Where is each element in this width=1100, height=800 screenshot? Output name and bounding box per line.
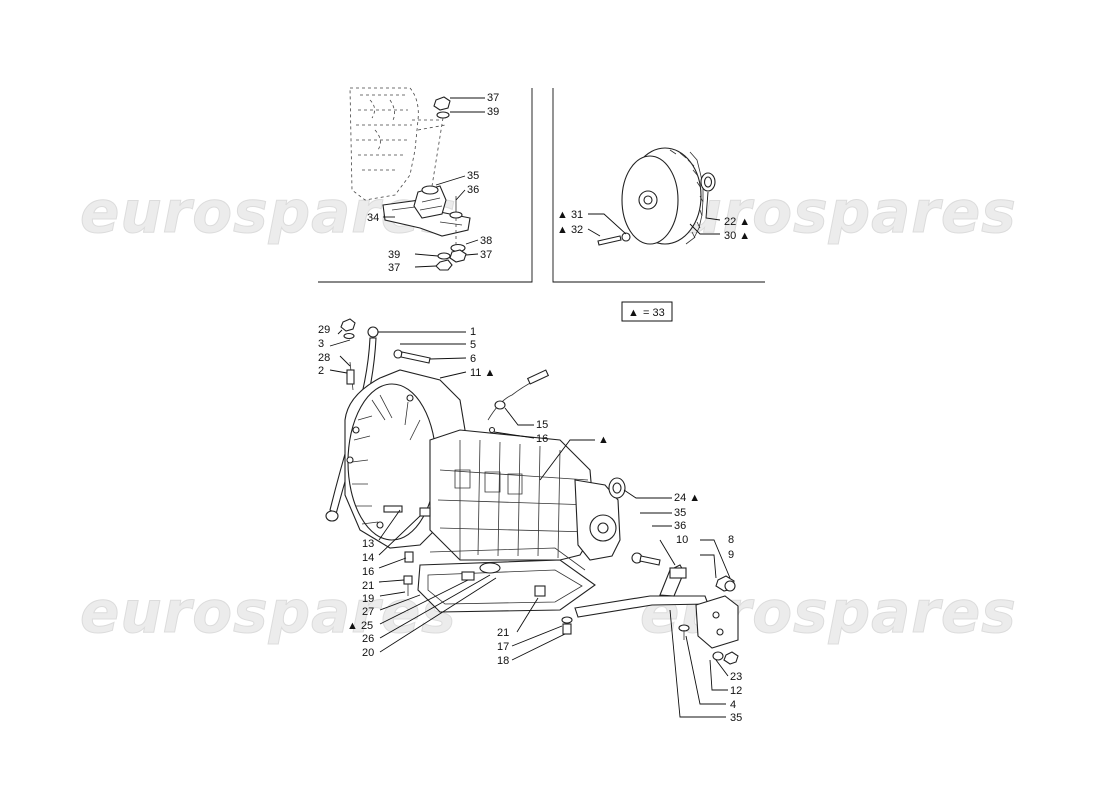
plate-nuts [712, 575, 739, 665]
callout-39: 39 [487, 106, 499, 118]
callout-11: 11 ▲ [470, 367, 495, 379]
callout-36: 36 [674, 520, 686, 532]
callout-9: 9 [728, 549, 734, 561]
callout-30: 30 ▲ [724, 230, 750, 242]
callout-35: 35 [467, 170, 479, 182]
callout-35: 35 [674, 507, 686, 519]
callout-34: 34 [367, 212, 379, 224]
callout-27: 27 [362, 606, 374, 618]
callout-31: ▲ 31 [557, 209, 583, 221]
stud-4 [678, 624, 690, 640]
top-left-leaders [383, 97, 485, 268]
legend-symbol: ▲ [628, 307, 639, 319]
bolt-35-36 [631, 552, 661, 566]
callout-37: 37 [487, 92, 499, 104]
engine-mount-panel [349, 87, 471, 271]
callout-16: 16 [536, 433, 548, 445]
callout-23: 23 [730, 671, 742, 683]
callout-20: 20 [362, 647, 374, 659]
top-right-leaders [587, 191, 721, 237]
watermark-bottom-left: eurospares [80, 578, 457, 646]
rear-seal [608, 477, 626, 499]
converter-seal [700, 172, 716, 192]
callout-21: 21 [362, 580, 374, 592]
top-right-panel-frame [552, 88, 765, 283]
speedometer-cable [487, 369, 550, 421]
mount-plate [695, 595, 739, 649]
legend-text: = 33 [643, 307, 665, 319]
callout-1: 1 [470, 326, 476, 338]
main-leaders [329, 329, 731, 718]
mount-bolt [393, 349, 431, 364]
callout-32: ▲ 32 [557, 224, 583, 236]
top-left-panel-frame [318, 88, 533, 283]
callout-24: 24 ▲ [674, 492, 700, 504]
callout-19: 19 [362, 593, 374, 605]
rubber-mount [413, 185, 447, 219]
top-right-callouts: ▲ 31 ▲ 32 22 ▲ 30 ▲ [557, 209, 750, 242]
oil-pan [417, 559, 596, 613]
callout-21-lower: 21 [497, 627, 509, 639]
callout-29: 29 [318, 324, 330, 336]
legend-box: ▲ = 33 [621, 301, 673, 322]
callout-37-lower: 37 [388, 262, 400, 274]
tail-housing [574, 479, 621, 561]
callout-3: 3 [318, 338, 324, 350]
transmission-case [429, 429, 596, 561]
callout-triangle: ▲ [598, 434, 609, 446]
callout-12: 12 [730, 685, 742, 697]
callout-13: 13 [362, 538, 374, 550]
dipstick [346, 361, 355, 391]
torque-converter-panel [597, 147, 716, 246]
callout-25: ▲ 25 [347, 620, 373, 632]
callout-37-right: 37 [480, 249, 492, 261]
callout-16-lower: 16 [362, 566, 374, 578]
pan-bolts [383, 505, 431, 596]
converter-bolt [597, 232, 631, 246]
pan-gasket [429, 547, 586, 571]
bottom-nut-washer [435, 243, 467, 271]
bolt-17-18 [561, 616, 573, 635]
callout-15: 15 [536, 419, 548, 431]
torque-converter [621, 147, 704, 245]
panel-frames [318, 88, 765, 283]
top-nut-washer [433, 96, 451, 119]
callout-2: 2 [318, 365, 324, 377]
callout-10: 10 [676, 534, 688, 546]
callout-39-lower: 39 [388, 249, 400, 261]
callout-28: 28 [318, 352, 330, 364]
callout-5: 5 [470, 339, 476, 351]
engine-block-outline [349, 87, 446, 201]
small-fittings [340, 318, 356, 340]
callout-38: 38 [480, 235, 492, 247]
callout-4: 4 [730, 699, 736, 711]
callout-35-lower: 35 [730, 712, 742, 724]
main-callouts: 29 3 28 2 1 5 6 11 ▲ 15 16 ▲ 24 ▲ 35 36 … [318, 324, 742, 724]
callout-6: 6 [470, 353, 476, 365]
callout-36: 36 [467, 184, 479, 196]
callout-22: 22 ▲ [724, 216, 750, 228]
top-left-callouts: 37 39 35 36 34 38 39 37 37 [367, 92, 499, 274]
callout-26: 26 [362, 633, 374, 645]
callout-8: 8 [728, 534, 734, 546]
callout-18: 18 [497, 655, 509, 667]
callout-14: 14 [362, 552, 374, 564]
callout-17: 17 [497, 641, 509, 653]
